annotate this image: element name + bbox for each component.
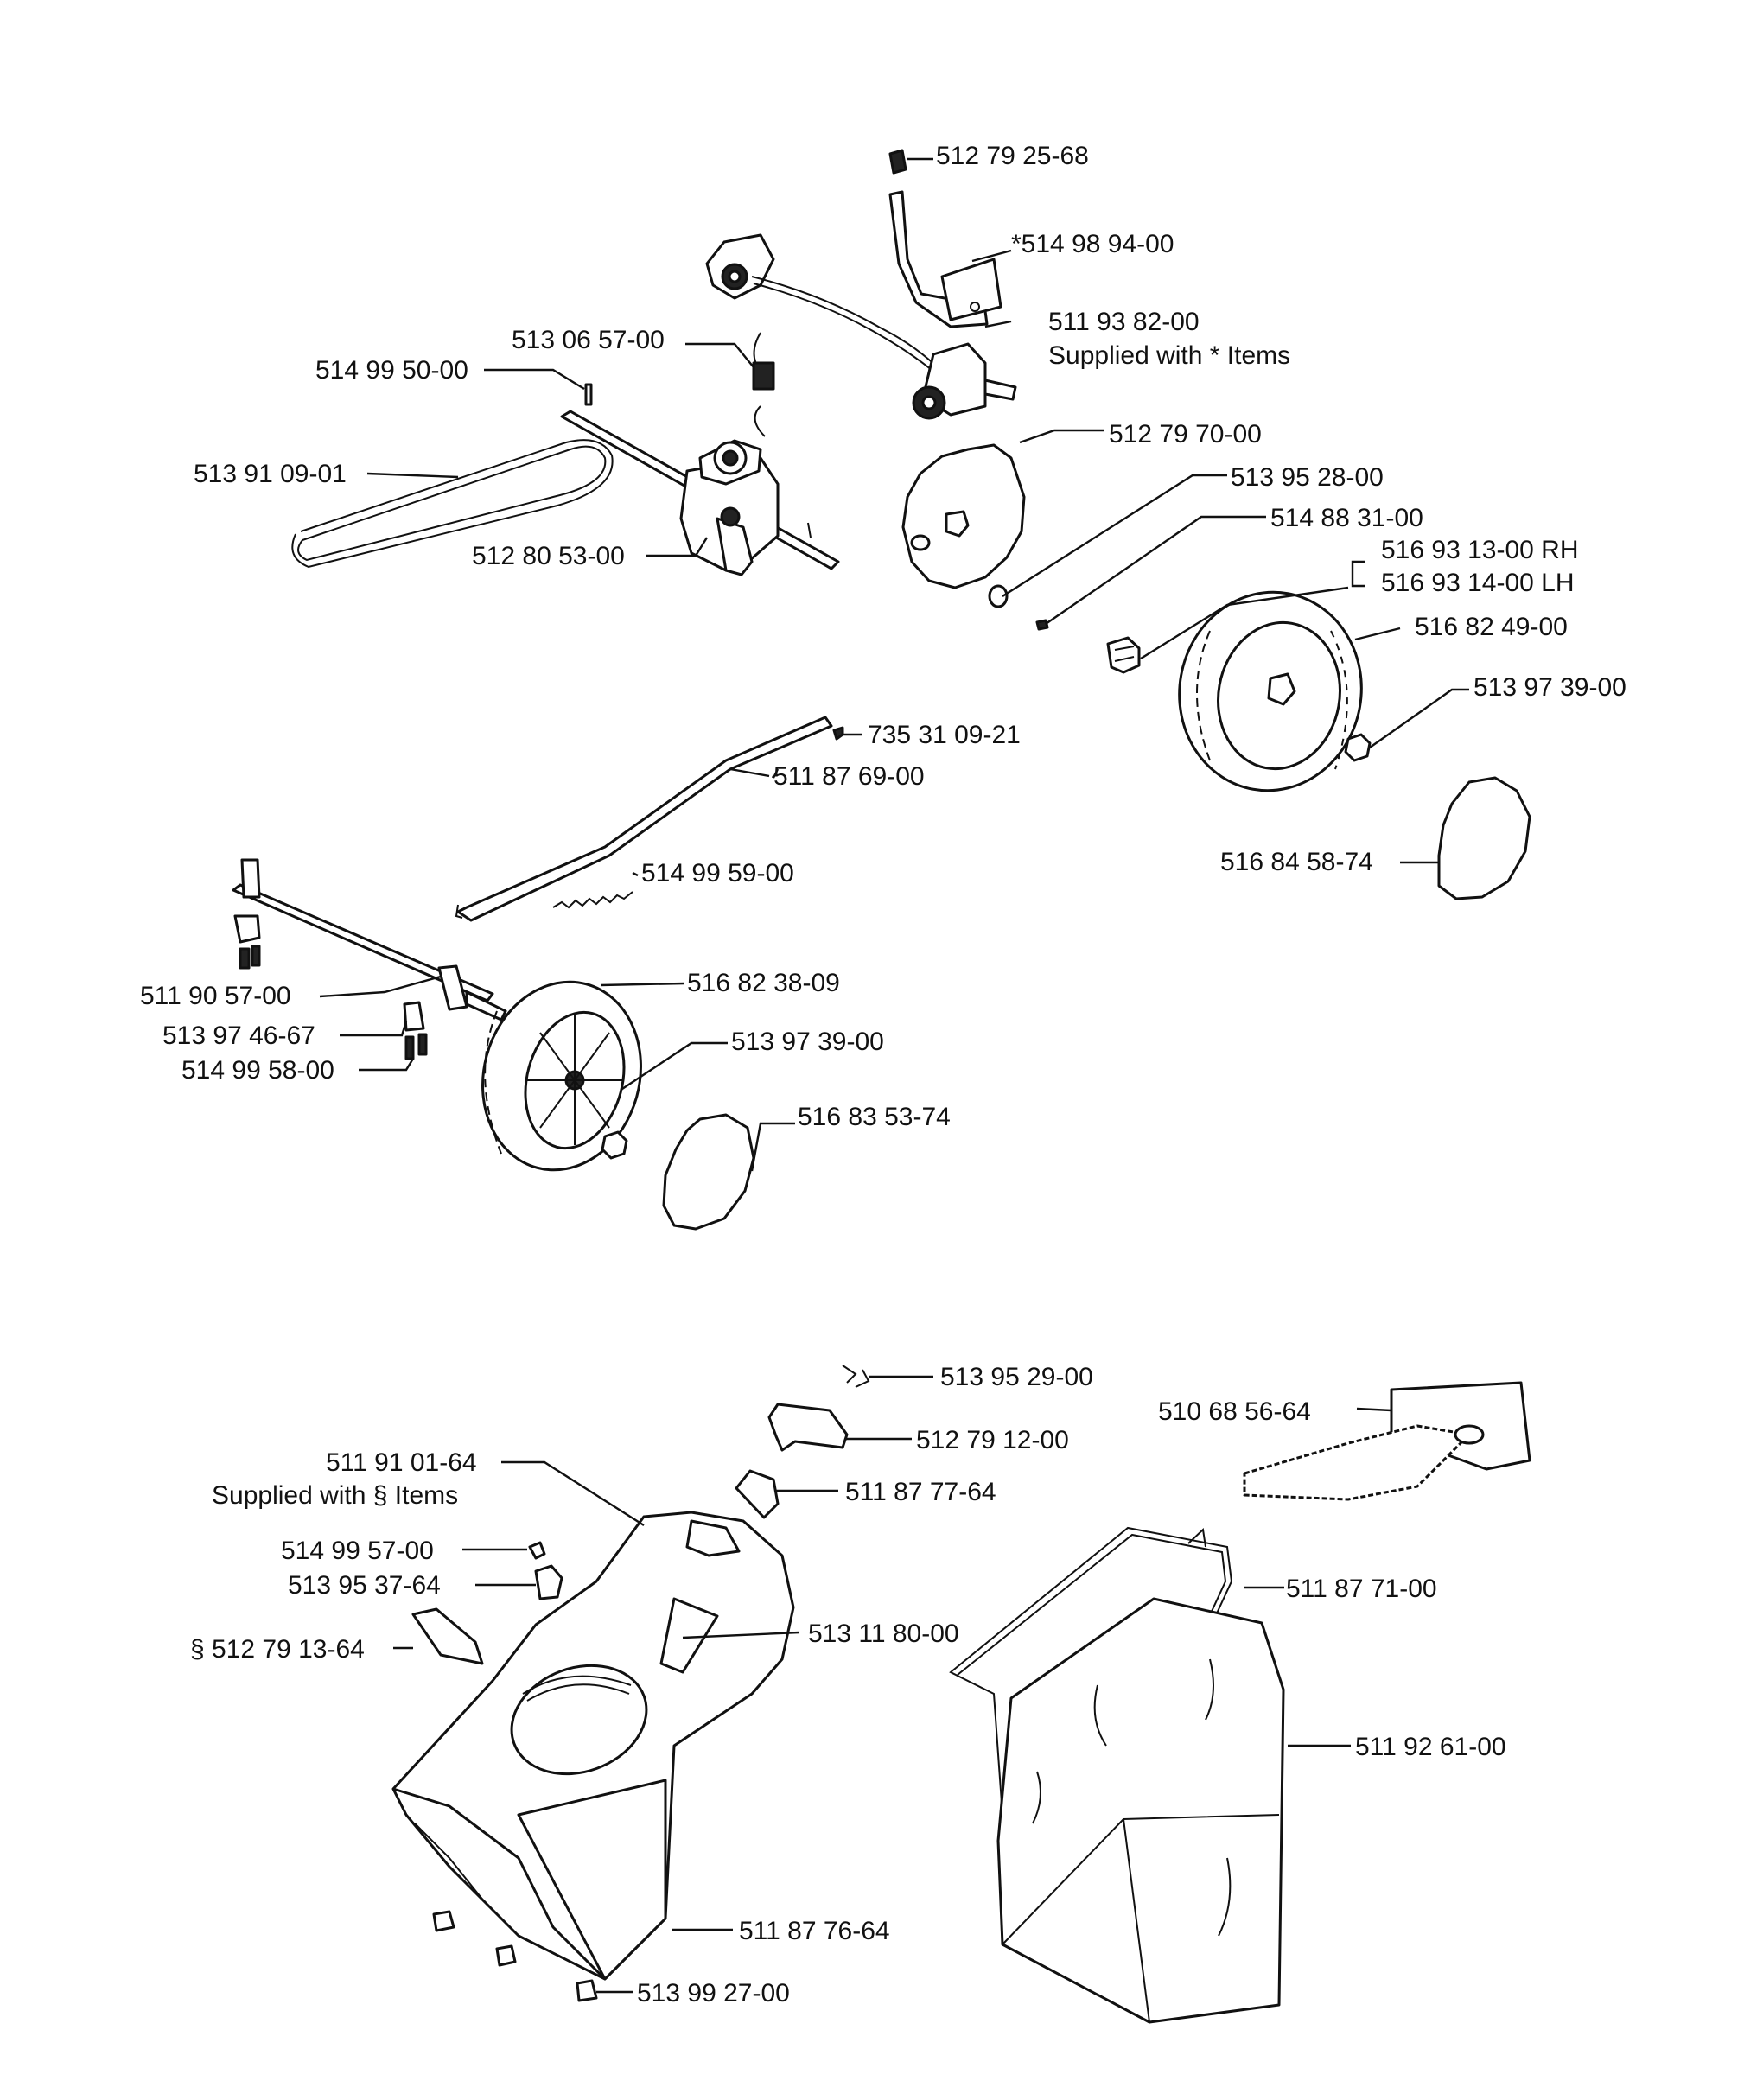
part-number-512-79-70-00: 512 79 70-00 [1109, 420, 1262, 449]
small-clip-part [528, 1541, 546, 1560]
part-number-516-82-38-09: 516 82 38-09 [687, 969, 840, 997]
part-number-514-99-50-00: 514 99 50-00 [315, 356, 468, 385]
part-number-511-90-57-00: 511 90 57-00 [140, 982, 291, 1010]
lever-bracket-part [888, 190, 1002, 328]
part-number-512-79-25-68: 512 79 25-68 [936, 142, 1089, 170]
part-number-511-91-01-64: 511 91 01-64 [326, 1448, 477, 1477]
rear-housing-part [391, 1511, 795, 1981]
upper-assembly [232, 149, 1531, 1231]
discharge-chute-part [1243, 1381, 1531, 1501]
part-number-512-79-13-64: § 512 79 13-64 [190, 1635, 365, 1664]
retaining-plate-part [767, 1403, 849, 1452]
part-number-513-06-57-00: 513 06 57-00 [512, 326, 665, 354]
hubcap-rear-part [1437, 776, 1531, 900]
part-number-510-68-56-64: 510 68 56-64 [1158, 1397, 1311, 1426]
part-number-513-99-27-00: 513 99 27-00 [637, 1979, 790, 2008]
part-number-511-87-76-64: 511 87 76-64 [739, 1917, 890, 1945]
hex-nut-front-part [601, 1130, 628, 1160]
part-number-735-31-09-21: 735 31 09-21 [868, 721, 1021, 749]
part-number-516-83-53-74: 516 83 53-74 [798, 1103, 951, 1131]
part-number-514-98-94-00: *514 98 94-00 [1011, 230, 1174, 258]
housing-foot-part [432, 1910, 598, 2002]
knob-part [888, 149, 907, 175]
grass-bag-part [996, 1597, 1285, 2024]
part-number-513-11-80-00: 513 11 80-00 [808, 1620, 959, 1648]
height-link-rod-part [455, 716, 833, 922]
hubcap-front-part [662, 1113, 755, 1231]
part-number-516-93-13-00-rh: 516 93 13-00 RH [1381, 536, 1579, 564]
rear-wheel-part [1178, 590, 1363, 792]
pinion-part [1106, 636, 1141, 674]
part-number-516-82-49-00: 516 82 49-00 [1415, 613, 1568, 641]
extension-spring-part [552, 891, 633, 909]
drive-belt-part [291, 439, 614, 569]
part-number-516-84-58-74: 516 84 58-74 [1220, 848, 1373, 876]
clip-pin-part [832, 726, 844, 741]
spring-clip-part [842, 1365, 870, 1388]
part-number-512-79-12-00: 512 79 12-00 [916, 1426, 1069, 1454]
part-labels: 512 79 25-68 *514 98 94-00 511 93 82-00 … [140, 142, 1626, 2008]
drive-cable-part [705, 233, 1017, 420]
supplied-with-note-section: Supplied with § Items [212, 1481, 458, 1510]
transmission-part [679, 439, 812, 576]
flap-part [735, 1469, 780, 1519]
part-number-514-99-57-00: 514 99 57-00 [281, 1537, 434, 1565]
axle-bracket-part [403, 1001, 425, 1032]
part-number-516-93-14-00-lh: 516 93 14-00 LH [1381, 569, 1575, 597]
part-number-514-99-58-00: 514 99 58-00 [181, 1056, 334, 1085]
latch-part [534, 1564, 563, 1600]
supplied-with-note-star: Supplied with * Items [1048, 341, 1290, 370]
part-number-511-87-77-64: 511 87 77-64 [845, 1478, 996, 1506]
part-number-513-97-39-00-rear: 513 97 39-00 [1473, 673, 1626, 702]
spring-part [752, 332, 775, 437]
lower-assembly [391, 1365, 1531, 2024]
part-number-514-99-59-00: 514 99 59-00 [641, 859, 794, 888]
part-number-511-87-71-00: 511 87 71-00 [1286, 1575, 1437, 1603]
part-number-513-91-09-01: 513 91 09-01 [194, 460, 347, 488]
part-number-511-93-82-00: 511 93 82-00 [1048, 308, 1200, 336]
part-number-511-92-61-00: 511 92 61-00 [1355, 1733, 1506, 1761]
part-number-513-95-28-00: 513 95 28-00 [1231, 463, 1384, 492]
part-number-513-97-39-00-front: 513 97 39-00 [731, 1028, 884, 1056]
hex-nut-part [1344, 733, 1372, 762]
part-number-514-88-31-00: 514 88 31-00 [1270, 504, 1423, 532]
part-number-511-87-69-00: 511 87 69-00 [773, 762, 925, 791]
bolt-part [404, 1033, 428, 1060]
front-wheel-part [481, 980, 642, 1172]
key-part [1035, 619, 1049, 631]
part-number-513-95-37-64: 513 95 37-64 [288, 1571, 441, 1600]
part-number-513-95-29-00: 513 95 29-00 [940, 1363, 1093, 1391]
pad-part [411, 1607, 484, 1665]
leader-lines [319, 157, 1469, 1994]
wheel-cover-disc-part [901, 443, 1026, 589]
part-number-512-80-53-00: 512 80 53-00 [472, 542, 625, 570]
washer-part [988, 584, 1009, 608]
pin-part [584, 383, 593, 406]
part-number-513-97-46-67: 513 97 46-67 [162, 1021, 315, 1050]
